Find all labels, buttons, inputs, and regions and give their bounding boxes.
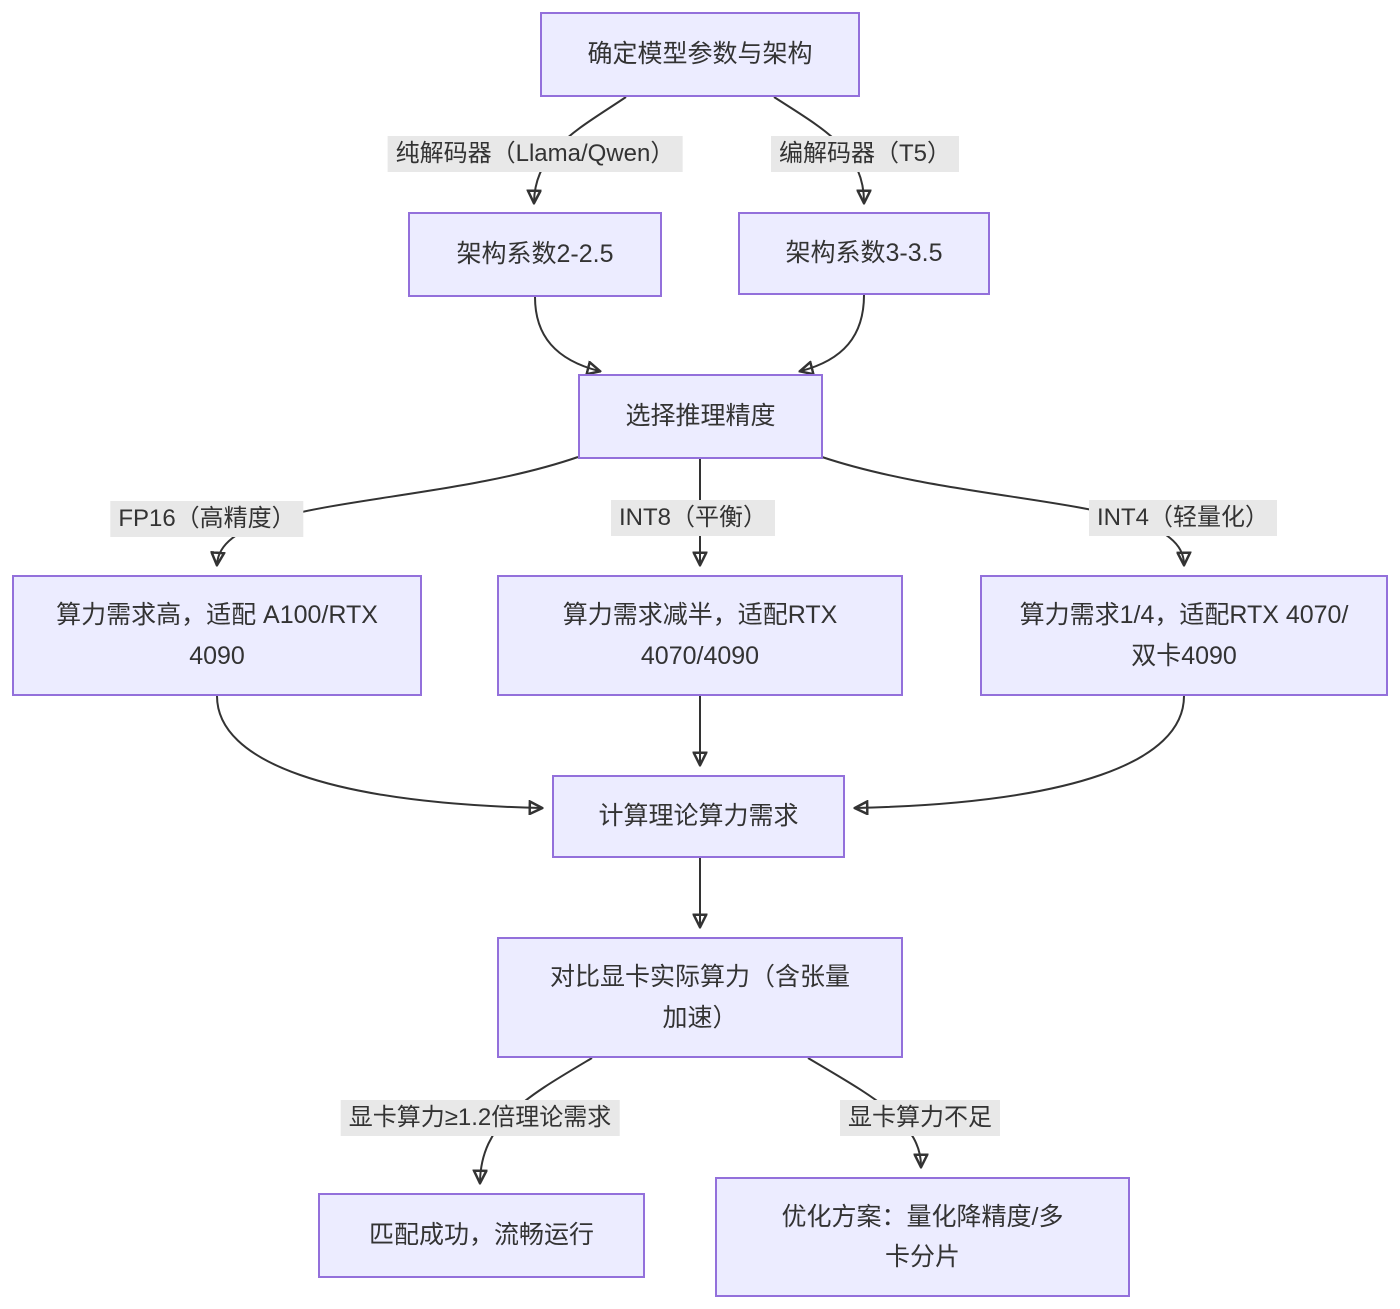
edge-int4-to-theory	[856, 695, 1185, 808]
node-choose-precision: 选择推理精度	[578, 374, 823, 459]
node-label: 架构系数3-3.5	[785, 239, 943, 268]
node-label: 优化方案：量化降精度/多卡分片	[781, 1202, 1064, 1272]
node-compare-gpu-compute: 对比显卡实际算力（含张量加速）	[497, 937, 903, 1058]
node-determine-model-arch: 确定模型参数与架构	[540, 12, 860, 97]
node-label: 确定模型参数与架构	[587, 40, 813, 69]
node-label: 选择推理精度	[625, 402, 776, 431]
edge-decoder-coef-to-precision	[534, 296, 599, 371]
node-label: 对比显卡实际算力（含张量加速）	[549, 963, 850, 1032]
node-calc-theoretical-compute: 计算理论算力需求	[552, 775, 845, 858]
node-arch-coef-encdec: 架构系数3-3.5	[738, 212, 990, 295]
node-label: 计算理论算力需求	[598, 802, 799, 831]
node-int4-result: 算力需求1/4，适配RTX 4070/双卡4090	[980, 575, 1388, 696]
edge-encdec-coef-to-precision	[801, 294, 865, 371]
node-fp16-result: 算力需求高，适配 A100/RTX 4090	[12, 575, 422, 696]
edge-precision-to-fp16	[217, 456, 579, 564]
edge-label-compute-sufficient: 显卡算力≥1.2倍理论需求	[340, 1100, 620, 1136]
edge-fp16-to-theory	[216, 695, 541, 808]
node-label: 匹配成功，流畅运行	[368, 1221, 594, 1250]
edge-label-int4: INT4（轻量化）	[1088, 500, 1278, 536]
node-label: 算力需求高，适配 A100/RTX 4090	[56, 601, 378, 670]
edge-label-fp16: FP16（高精度）	[110, 501, 304, 537]
edge-label-decoder-only: 纯解码器（Llama/Qwen）	[387, 136, 683, 172]
node-label: 架构系数2-2.5	[456, 240, 614, 269]
node-label: 算力需求减半，适配RTX 4070/4090	[562, 601, 838, 670]
node-label: 算力需求1/4，适配RTX 4070/双卡4090	[1019, 601, 1349, 670]
node-int8-result: 算力需求减半，适配RTX 4070/4090	[497, 575, 903, 696]
node-optimize-plan: 优化方案：量化降精度/多卡分片	[715, 1177, 1130, 1297]
edge-label-compute-insufficient: 显卡算力不足	[840, 1100, 1000, 1136]
node-arch-coef-decoder: 架构系数2-2.5	[408, 212, 662, 297]
edge-precision-to-int4	[821, 456, 1184, 564]
node-match-success: 匹配成功，流畅运行	[318, 1193, 645, 1278]
edge-label-int8: INT8（平衡）	[610, 500, 776, 536]
edge-label-encoder-decoder: 编解码器（T5）	[770, 136, 960, 172]
